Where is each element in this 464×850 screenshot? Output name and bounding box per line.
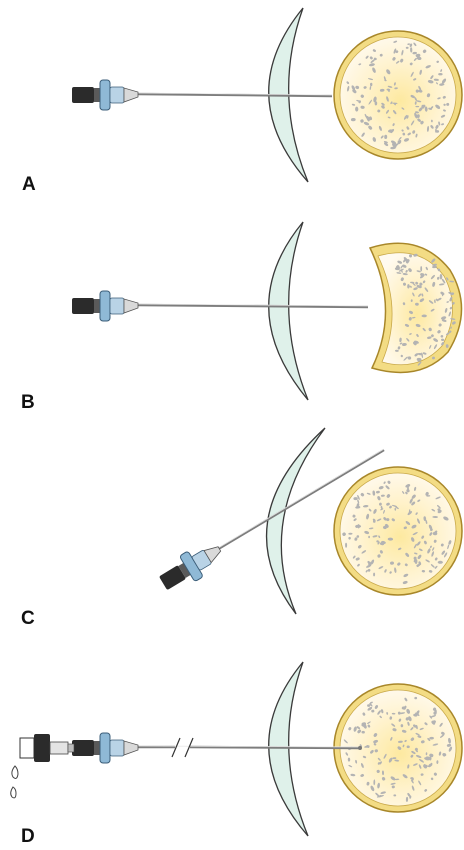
needle-hub-icon (72, 80, 138, 110)
panel-b (72, 222, 462, 400)
soft-tissue-icon (269, 662, 308, 836)
panel-label-b: B (21, 392, 35, 414)
needle-hub-icon (155, 536, 227, 596)
break-mark (172, 738, 193, 757)
trabecula (415, 106, 419, 107)
bone-cross-section-icon (370, 243, 462, 372)
trabecula (406, 47, 409, 49)
panel-label-a: A (22, 174, 36, 196)
drip-icon (11, 766, 18, 798)
panel-d (11, 662, 462, 836)
trabecula (438, 73, 442, 75)
panel-label-c: C (21, 608, 35, 630)
bone-cross-section-icon (334, 31, 462, 159)
soft-tissue-icon (269, 222, 308, 400)
panel-label-d: D (21, 826, 35, 848)
soft-tissue-icon (267, 428, 325, 614)
syringe-icon (20, 734, 74, 762)
trabecula (407, 486, 409, 490)
trabecula (438, 561, 443, 564)
panel-a (72, 8, 462, 182)
bone-cross-section-icon (334, 467, 462, 595)
trabecula (373, 520, 376, 523)
needle-hub-icon (72, 291, 138, 321)
trabecula (420, 266, 422, 271)
panel-c (155, 428, 462, 614)
needle-hub-icon (72, 733, 138, 763)
